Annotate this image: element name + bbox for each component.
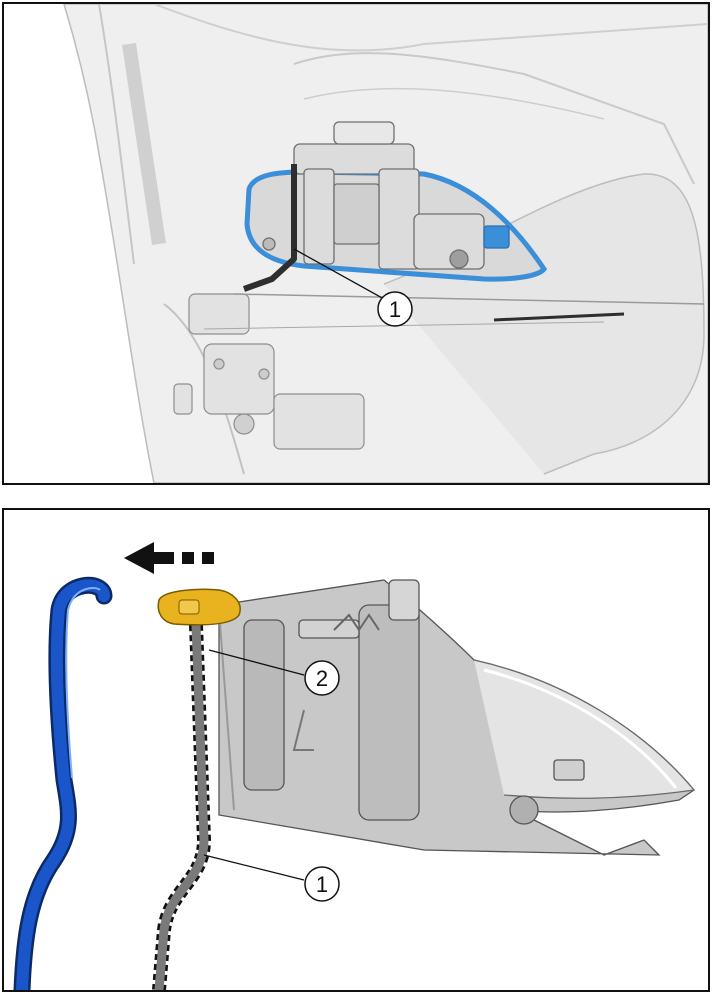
callout-1-label: 1: [389, 297, 401, 322]
old-cable: [154, 624, 209, 990]
door-interior-illustration: 1: [4, 4, 708, 483]
lock-mechanism: [173, 293, 365, 450]
callout-1-bottom: 1: [304, 866, 340, 902]
direction-arrow-left-icon: [124, 542, 214, 574]
cable-dark: [242, 164, 297, 292]
cable-detail-illustration: 2 1: [4, 510, 708, 990]
figure-panel-bottom: 2 1: [2, 508, 710, 992]
new-cable-highlight: [65, 587, 101, 779]
callout-leader-1-bottom: [203, 854, 305, 881]
callout-leader-2: [208, 649, 305, 676]
callout-2-label: 2: [316, 666, 328, 691]
callout-leader-1: [293, 248, 385, 300]
handle-housing: [218, 579, 696, 856]
spring: [333, 613, 380, 632]
new-cable: [16, 579, 110, 990]
callout-1: 1: [377, 291, 413, 327]
rod-segment: [493, 312, 625, 322]
figure-panel-top: 1: [2, 2, 710, 485]
callout-2: 2: [304, 660, 340, 696]
handle-bracket: [262, 121, 510, 270]
callout-1-bottom-label: 1: [316, 872, 328, 897]
